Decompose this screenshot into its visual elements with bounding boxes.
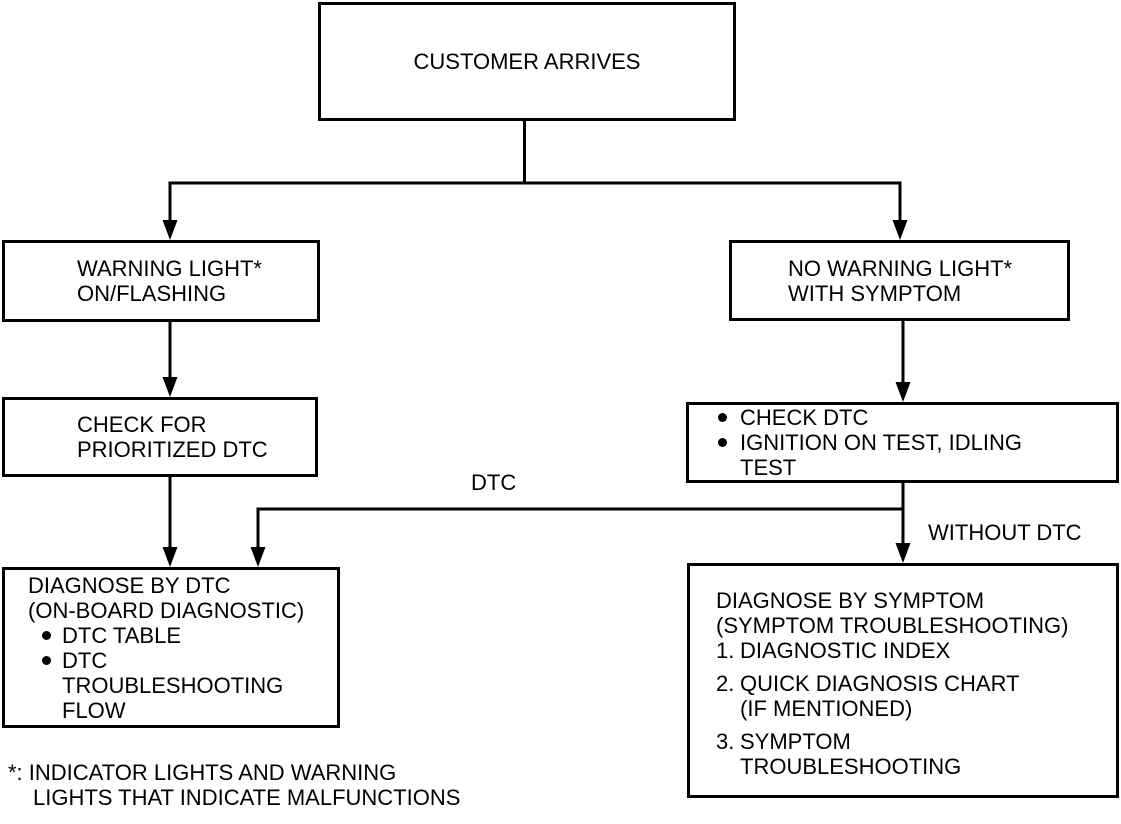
bullet-icon xyxy=(42,630,51,640)
bullet-line: DTC xyxy=(62,647,108,673)
edge-label-without-dtc: WITHOUT DTC xyxy=(928,520,1082,545)
node-customer-arrives: CUSTOMER ARRIVES xyxy=(318,2,736,121)
bullet-icon xyxy=(42,655,51,665)
item-text: SYMPTOM TROUBLESHOOTING xyxy=(740,729,961,779)
node-label: CUSTOMER ARRIVES xyxy=(413,49,641,74)
bullet-line: IGNITION ON TEST, IDLING xyxy=(740,430,1022,455)
node-label: WITH SYMPTOM xyxy=(788,280,962,306)
bullet-line: TROUBLESHOOTING xyxy=(62,672,284,698)
node-label: (ON-BOARD DIAGNOSTIC) xyxy=(28,597,305,623)
bullet-icon xyxy=(718,438,727,447)
arrow-nowarning-to-checkdtc xyxy=(895,319,911,402)
footnote-line: LIGHTS THAT INDICATE MALFUNCTIONS xyxy=(33,785,461,810)
item-text: DIAGNOSTIC INDEX xyxy=(740,638,950,663)
node-warning-light: WARNING LIGHT* ON/FLASHING xyxy=(2,240,320,322)
item-line: QUICK DIAGNOSIS CHART xyxy=(740,671,1020,696)
bullet-text: DTC TABLE xyxy=(62,623,181,648)
node-label: CHECK FOR xyxy=(77,412,207,437)
bullet-line: DTC TABLE xyxy=(62,622,181,648)
footnote: *: INDICATOR LIGHTS AND WARNING LIGHTS T… xyxy=(8,760,460,810)
arrow-to-no-warning-light xyxy=(892,183,908,240)
item-text: QUICK DIAGNOSIS CHART (IF MENTIONED) xyxy=(740,671,1020,721)
arrowhead-icon xyxy=(892,220,908,240)
arrowhead-icon xyxy=(250,547,266,567)
item-number: 2. xyxy=(716,671,735,696)
node-no-warning-light: NO WARNING LIGHT* WITH SYMPTOM xyxy=(729,240,1070,321)
arrow-checkdtc-to-diagnose-symptom xyxy=(895,481,911,563)
bullet-text: DTC TROUBLESHOOTING FLOW xyxy=(62,648,283,723)
node-label: PRIORITIZED DTC xyxy=(77,437,268,462)
node-label: ON/FLASHING xyxy=(77,281,227,306)
arrow-warning-to-checkprio xyxy=(162,320,178,397)
bullet-line: CHECK DTC xyxy=(740,405,869,430)
item-line: (IF MENTIONED) xyxy=(740,696,913,721)
arrow-to-warning-light xyxy=(162,183,178,240)
bullet-list: DTC TABLE DTC TROUBLESHOOTING FLOW xyxy=(28,623,283,723)
bullet-line: TEST xyxy=(740,455,797,480)
node-label: (SYMPTOM TROUBLESHOOTING) xyxy=(716,613,1069,638)
node-check-prioritized-dtc: CHECK FOR PRIORITIZED DTC xyxy=(2,397,318,477)
arrowhead-icon xyxy=(895,543,911,563)
node-label: DIAGNOSE BY SYMPTOM xyxy=(716,588,985,613)
bullet-item: CHECK DTC xyxy=(718,405,868,430)
node-label: DIAGNOSE BY DTC xyxy=(28,572,231,598)
edge-label-dtc: DTC xyxy=(471,470,517,495)
item-number: 1. xyxy=(716,638,735,663)
numbered-list: 1. DIAGNOSTIC INDEX 2. QUICK DIAGNOSIS C… xyxy=(716,638,1020,779)
arrowhead-icon xyxy=(162,377,178,397)
arrowhead-icon xyxy=(162,220,178,240)
bullet-line: FLOW xyxy=(62,697,126,723)
item-line: SYMPTOM xyxy=(740,729,851,754)
item-number: 3. xyxy=(716,729,735,754)
node-check-dtc: CHECK DTC IGNITION ON TEST, IDLING TEST xyxy=(686,402,1119,483)
arrowhead-icon xyxy=(895,382,911,402)
bullet-item: DTC TABLE xyxy=(42,623,283,648)
bullet-text: CHECK DTC xyxy=(740,405,868,430)
bullet-item: DTC TROUBLESHOOTING FLOW xyxy=(42,648,283,723)
bullet-item: IGNITION ON TEST, IDLING TEST xyxy=(718,430,1022,480)
node-diagnose-by-symptom: DIAGNOSE BY SYMPTOM (SYMPTOM TROUBLESHOO… xyxy=(687,563,1119,798)
bullet-text: IGNITION ON TEST, IDLING TEST xyxy=(740,430,1022,480)
arrow-checkprio-to-diagnose-dtc xyxy=(162,475,178,567)
item-line: DIAGNOSTIC INDEX xyxy=(740,638,951,663)
arrow-dtc-to-diagnose-dtc xyxy=(250,509,266,567)
arrowhead-icon xyxy=(162,547,178,567)
item-line: TROUBLESHOOTING xyxy=(740,754,962,779)
node-label: WARNING LIGHT* xyxy=(77,256,262,281)
numbered-item: 3. SYMPTOM TROUBLESHOOTING xyxy=(716,729,1020,779)
node-diagnose-by-dtc: DIAGNOSE BY DTC (ON-BOARD DIAGNOSTIC) DT… xyxy=(2,567,340,728)
footnote-line: *: INDICATOR LIGHTS AND WARNING xyxy=(8,760,397,785)
numbered-item: 2. QUICK DIAGNOSIS CHART (IF MENTIONED) xyxy=(716,671,1020,721)
bullet-icon xyxy=(718,413,727,422)
node-label: NO WARNING LIGHT* xyxy=(788,255,1013,281)
numbered-item: 1. DIAGNOSTIC INDEX xyxy=(716,638,1020,663)
